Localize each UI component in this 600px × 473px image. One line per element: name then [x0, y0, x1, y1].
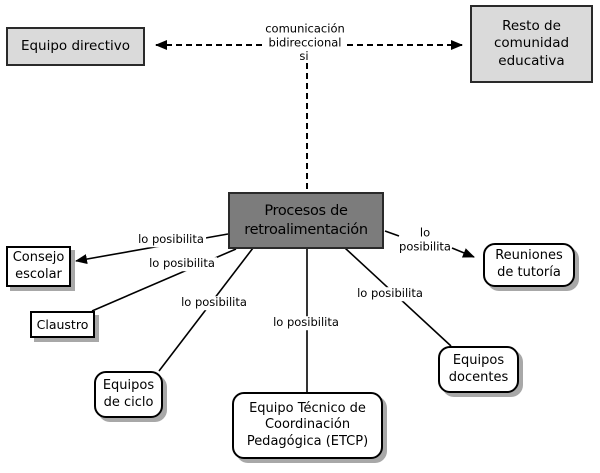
- node-equipo-directivo: Equipo directivo: [6, 27, 145, 66]
- edge-label-to-reuniones-arrow: [451, 247, 475, 258]
- edge-label-lo-posibilita-etcp: lo posibilita: [271, 315, 341, 330]
- node-reuniones-de-tutoria: Reuniones de tutoría: [483, 243, 575, 287]
- node-etcp: Equipo Técnico de Coordinación Pedagógic…: [232, 392, 383, 459]
- node-procesos-retroalimentacion: Procesos de retroalimentación: [228, 192, 384, 249]
- edge-label-lo-posibilita-reuniones: lo posibilita: [399, 225, 451, 253]
- node-claustro: Claustro: [30, 311, 95, 338]
- edge-label-lo-posibilita-claustro: lo posibilita: [147, 256, 217, 271]
- edge-label-si: si: [299, 49, 309, 64]
- edge-label-lo-posibilita-consejo: lo posibilita: [136, 232, 206, 247]
- edge-label-comunicacion-bidireccional: comunicación bidireccional: [265, 21, 345, 49]
- node-resto-comunidad-educativa: Resto de comunidad educativa: [470, 5, 593, 83]
- edge-label-lo-posibilita-docentes: lo posibilita: [355, 286, 425, 301]
- edge-label-lo-posibilita-ciclo: lo posibilita: [179, 295, 249, 310]
- node-equipos-docentes: Equipos docentes: [438, 346, 519, 393]
- node-consejo-escolar: Consejo escolar: [6, 246, 71, 287]
- node-equipos-de-ciclo: Equipos de ciclo: [94, 371, 163, 418]
- edge-central-to-reuniones-segment: [384, 230, 400, 237]
